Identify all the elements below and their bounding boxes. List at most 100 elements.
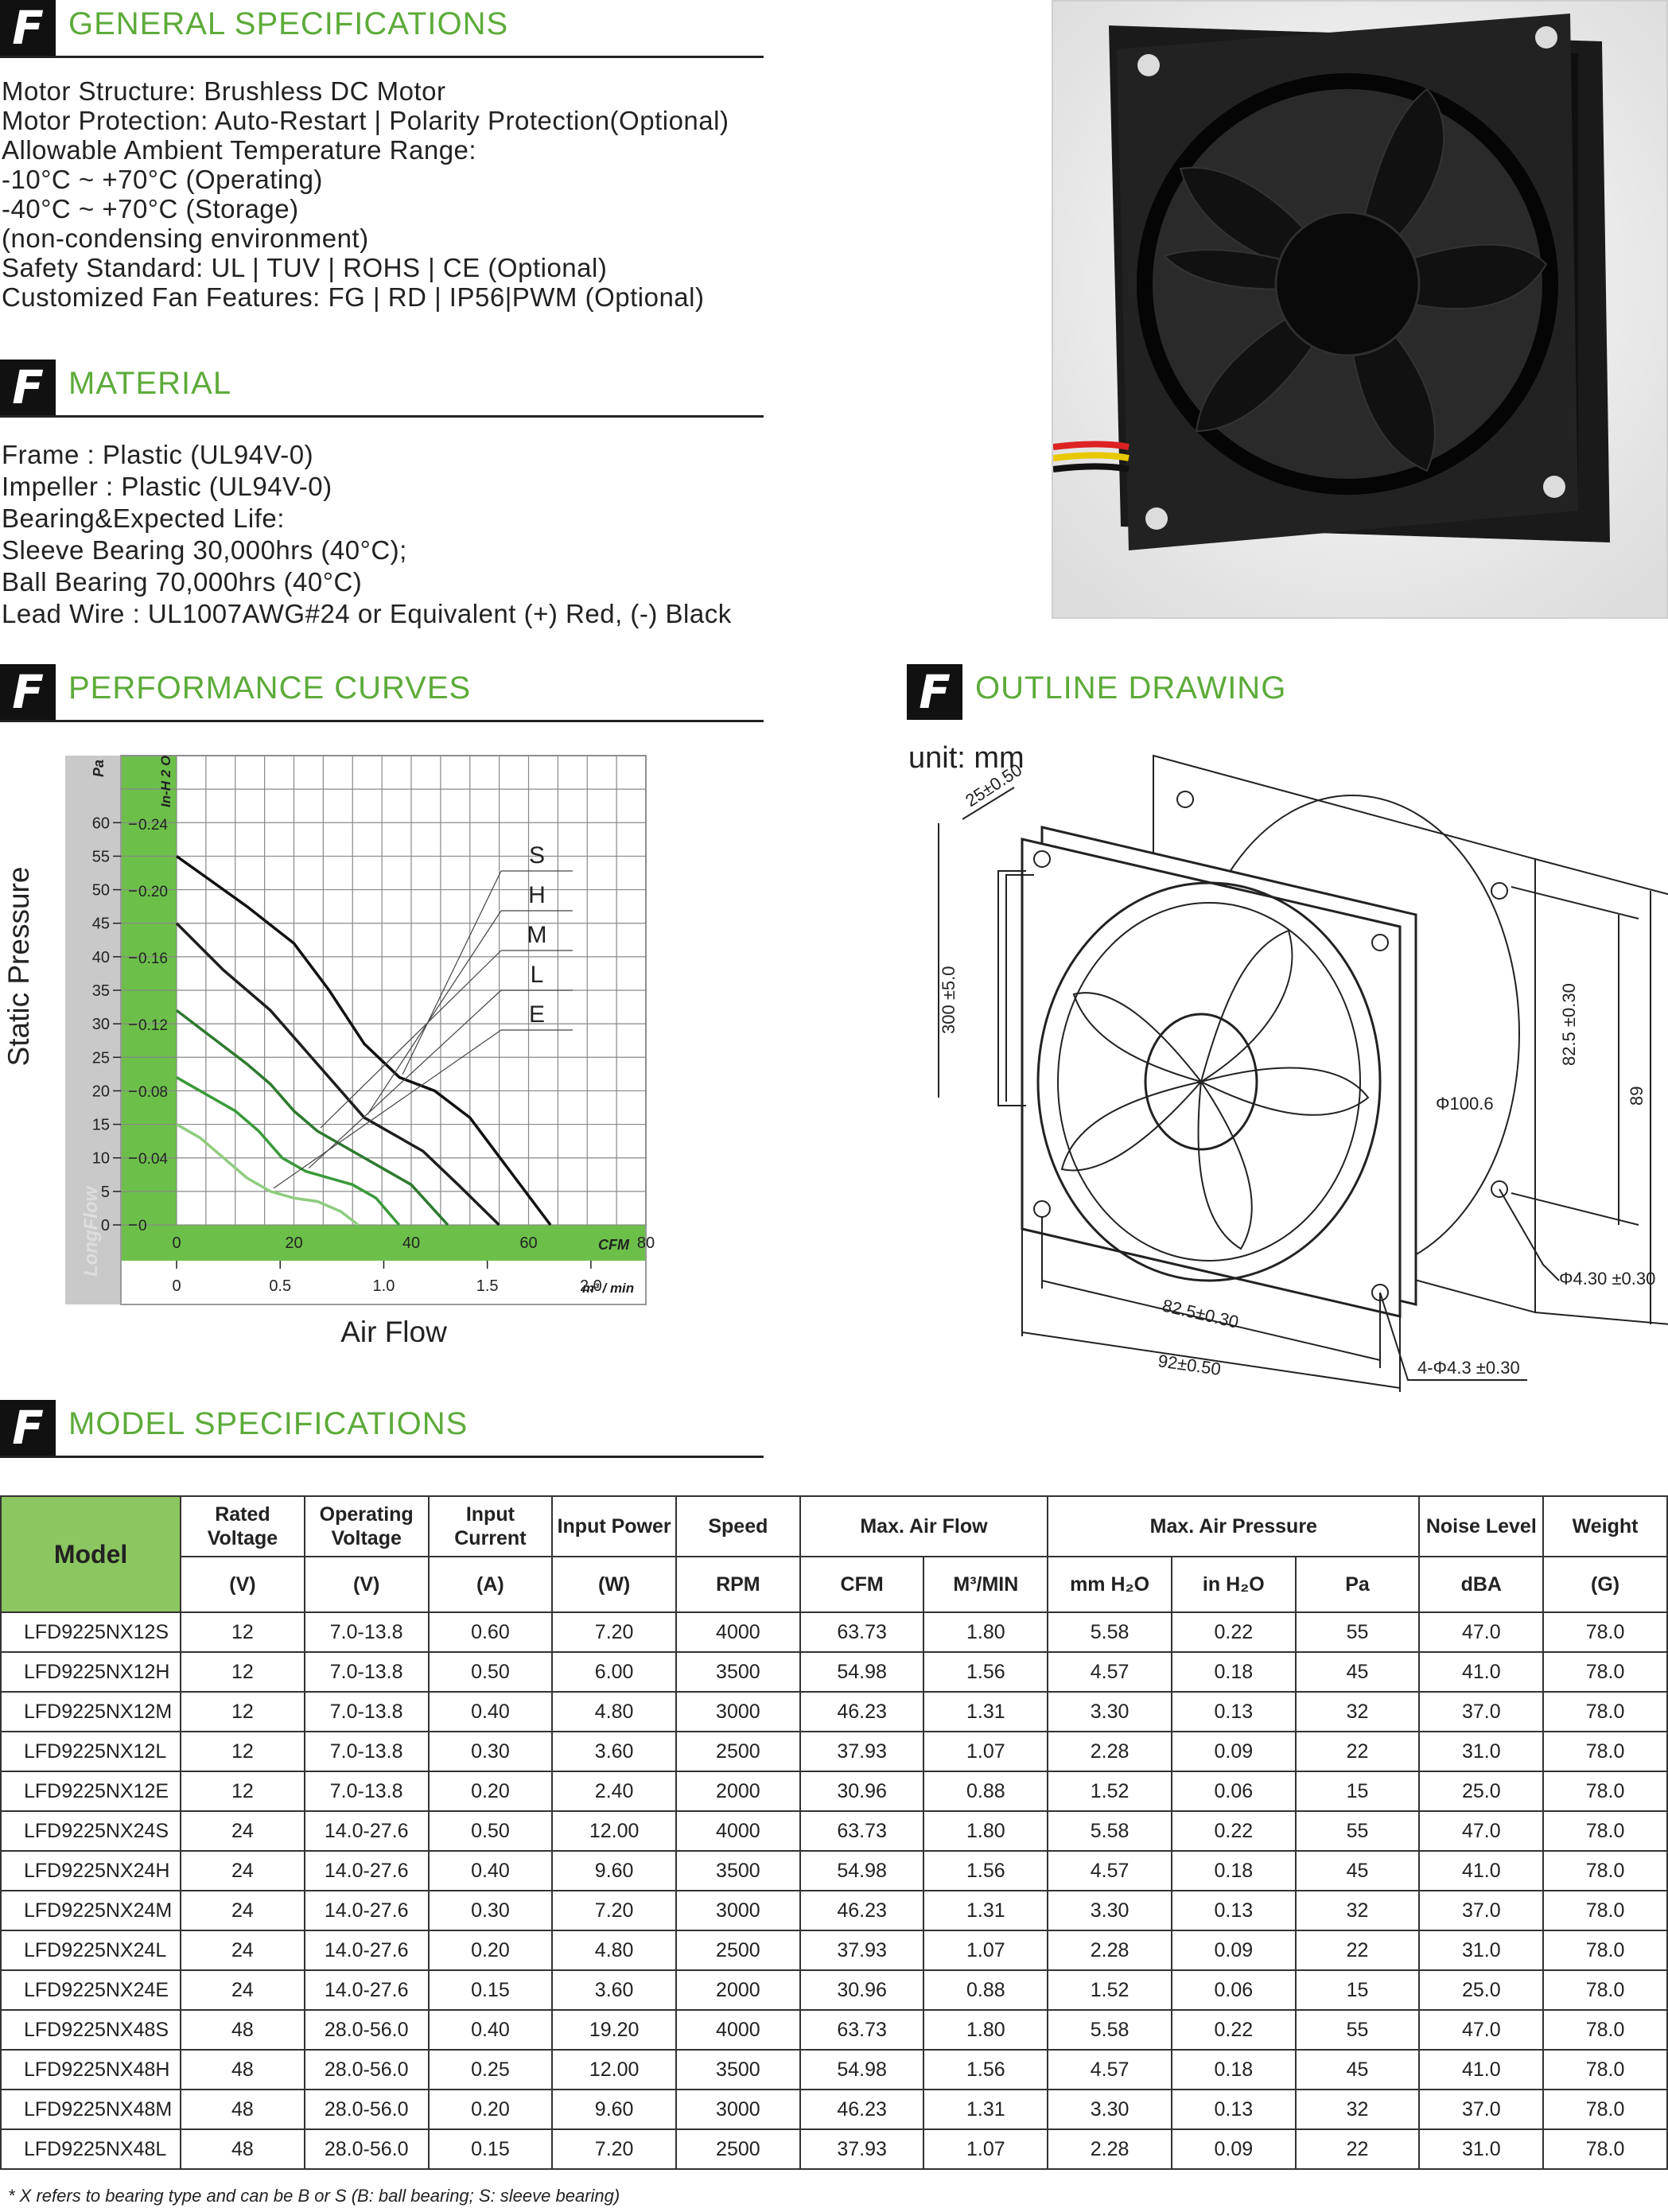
- table-cell: 46.23: [799, 1890, 925, 1931]
- table-cell: 2000: [675, 1969, 801, 2011]
- model-cell: LFD9225NX48H: [0, 2049, 182, 2090]
- col-header-input-power: Input Power: [551, 1495, 677, 1557]
- dim-hole-pitch-v: 82.5 ±0.30: [1559, 983, 1579, 1066]
- series-line-s: [175, 855, 552, 1227]
- dim-leader: [1499, 1188, 1560, 1281]
- section-header-material: F MATERIAL: [0, 360, 764, 423]
- table-cell: 0.22: [1170, 2009, 1297, 2051]
- table-cell: 0.13: [1170, 1890, 1297, 1931]
- table-cell: 0.09: [1170, 1930, 1297, 1971]
- y-tick-inh2o: 0: [138, 1218, 147, 1234]
- table-cell: 2500: [675, 1731, 801, 1772]
- table-cell: 0.22: [1170, 1611, 1297, 1653]
- table-cell: 0.30: [427, 1890, 554, 1931]
- table-cell: 0.20: [427, 1930, 554, 1971]
- section-title-outline: OUTLINE DRAWING: [975, 671, 1287, 706]
- table-cell: 0.88: [923, 1771, 1049, 1812]
- legend-label-s: S: [529, 842, 545, 869]
- table-cell: 3500: [675, 1651, 801, 1693]
- section-rule: [0, 56, 764, 58]
- table-cell: 78.0: [1542, 2128, 1668, 2170]
- table-cell: 0.15: [427, 2128, 554, 2170]
- series-line-h: [175, 922, 500, 1227]
- dim-line: [1041, 1280, 1381, 1361]
- table-cell: 54.98: [799, 2049, 925, 2090]
- fan-blade: [1072, 992, 1202, 1083]
- dim-line: [962, 787, 1015, 820]
- dim-lead-length: 300 ±5.0: [939, 966, 958, 1034]
- table-cell: 14.0-27.6: [303, 1890, 430, 1931]
- table-cell: 78.0: [1542, 1771, 1668, 1812]
- table-cell: 31.0: [1418, 1731, 1545, 1772]
- legend-leader: [367, 910, 502, 1115]
- table-cell: 47.0: [1418, 2009, 1545, 2051]
- material-line: Frame : Plastic (UL94V-0): [2, 440, 314, 469]
- brand-logo: F: [0, 664, 56, 720]
- section-title-performance: PERFORMANCE CURVES: [68, 671, 472, 706]
- table-cell: 0.22: [1170, 1810, 1297, 1852]
- col-header-input-current: Input Current: [427, 1495, 554, 1557]
- table-cell: 7.20: [551, 2128, 677, 2170]
- section-title-material: MATERIAL: [68, 366, 232, 401]
- brand-logo: F: [0, 360, 56, 415]
- fan-product-photo: [1052, 0, 1668, 619]
- mount-hole: [1491, 1180, 1508, 1198]
- unit-dba: dBA: [1418, 1556, 1545, 1613]
- table-cell: 78.0: [1542, 1651, 1668, 1693]
- y-tick-inh2o: 0.20: [138, 884, 168, 900]
- table-cell: 1.56: [923, 2049, 1049, 2090]
- table-cell: 12: [180, 1691, 305, 1732]
- table-cell: 48: [180, 2049, 305, 2090]
- table-cell: 0.88: [923, 1969, 1049, 2011]
- table-cell: 7.20: [551, 1611, 677, 1653]
- table-cell: 5.58: [1047, 2009, 1172, 2051]
- table-cell: 47.0: [1418, 1611, 1545, 1653]
- table-cell: 2.28: [1047, 1731, 1172, 1772]
- section-rule: [0, 415, 764, 418]
- unit-power: (W): [551, 1556, 677, 1613]
- dim-hole-pitch-h: 82.5±0.30: [1161, 1296, 1241, 1332]
- table-cell: 2000: [675, 1771, 801, 1812]
- x-tick-m3: 0.5: [269, 1277, 291, 1295]
- legend-leader: [308, 989, 502, 1169]
- chart-cfm-band: [121, 1225, 646, 1261]
- table-cell: 12.00: [551, 1810, 677, 1852]
- material-line: Lead Wire : UL1007AWG#24 or Equivalent (…: [2, 599, 732, 628]
- table-cell: 3000: [675, 1691, 801, 1732]
- table-cell: 2500: [675, 2128, 801, 2170]
- table-cell: 1.80: [923, 1611, 1049, 1653]
- fan-ring: [1036, 881, 1382, 1282]
- section-header-general: F GENERAL SPECIFICATIONS: [0, 0, 764, 64]
- dim-leader: [1379, 1292, 1527, 1381]
- table-cell: 37.93: [799, 1930, 925, 1971]
- table-cell: 14.0-27.6: [303, 1810, 430, 1852]
- table-cell: 1.52: [1047, 1969, 1172, 2011]
- table-cell: 15: [1294, 1969, 1421, 2011]
- table-cell: 0.09: [1170, 2128, 1297, 2170]
- table-cell: 78.0: [1542, 2089, 1668, 2130]
- x-tick-m3: 1.5: [476, 1277, 499, 1295]
- table-cell: 3.30: [1047, 2089, 1172, 2130]
- y-axis-label: Static Pressure: [2, 867, 35, 1067]
- y-tick-pa: 40: [92, 949, 110, 966]
- table-cell: 3.30: [1047, 1691, 1172, 1732]
- dim-line: [1021, 1331, 1401, 1389]
- table-cell: 55: [1294, 2009, 1421, 2051]
- unit-m3min: M³/MIN: [923, 1556, 1049, 1613]
- model-cell: LFD9225NX48S: [0, 2009, 182, 2051]
- table-cell: 63.73: [799, 1810, 925, 1852]
- fan-blade: [1200, 1067, 1370, 1116]
- material-line: Bearing&Expected Life:: [2, 503, 285, 533]
- table-cell: 0.40: [427, 1691, 554, 1732]
- legend-label-h: H: [528, 882, 546, 908]
- table-cell: 24: [180, 1930, 305, 1971]
- lead-wire: [997, 870, 1026, 1106]
- table-cell: 45: [1294, 1651, 1421, 1693]
- table-cell: 46.23: [799, 2089, 925, 2130]
